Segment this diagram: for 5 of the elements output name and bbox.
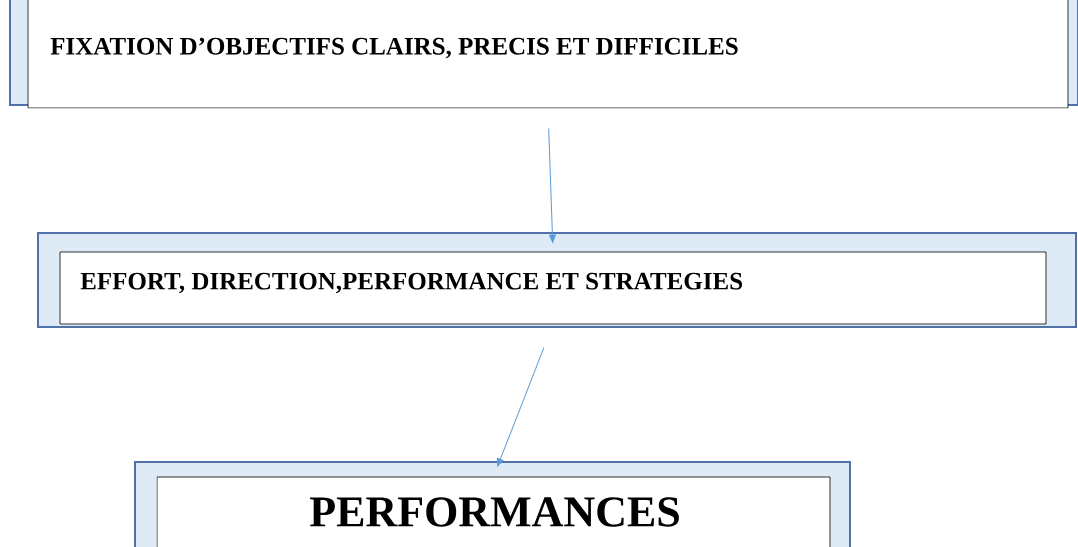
arrow — [548, 127, 556, 243]
process-box: EFFORT, DIRECTION,PERFORMANCE ET STRATEGIES — [37, 232, 1077, 328]
arrow — [497, 347, 545, 467]
process-box: FIXATION D’OBJECTIFS CLAIRS, PRECIS ET DIFFICILES — [9, 0, 1078, 109]
process-box: PERFORMANCES — [134, 461, 851, 547]
